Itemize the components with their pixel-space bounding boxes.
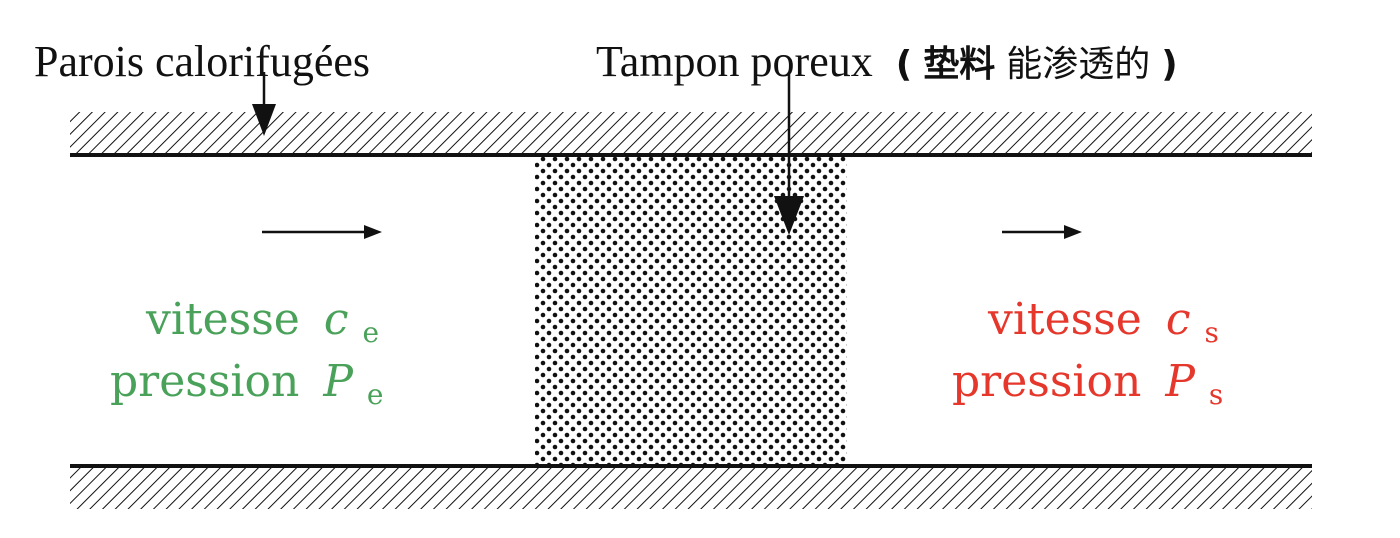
outlet-pressure-label: pression P s [952,356,1223,411]
outlet-speed-symbol: c [1166,294,1191,345]
inlet-speed-sub: e [363,316,380,349]
plug-note-close: ) [1161,44,1177,85]
outlet-pressure-sub: s [1209,378,1223,411]
plug-note-rest: 能渗透的 [1006,44,1150,85]
outlet-pressure-symbol: P [1164,356,1196,407]
outlet-speed-sub: s [1205,316,1219,349]
plug-note-open: ( [896,44,912,85]
outlet-speed-label: vitesse c s [987,294,1219,349]
walls-pointer-arrow [252,72,276,136]
outlet-pressure-word: pression [952,356,1141,407]
walls-label: Parois calorifugées [34,37,370,86]
outlet-flow-arrow [1002,225,1082,239]
inlet-speed-label: vitesse c e [145,294,379,349]
plug-note-bold: 垫料 [923,44,995,85]
inlet-pressure-label: pression P e [110,356,384,411]
bottom-wall-hatching [70,467,1312,509]
plug-label: Tampon poreux ( 垫料 能渗透的 ) [596,37,1178,86]
inlet-pressure-sub: e [367,378,384,411]
plug-label-main: Tampon poreux [596,37,873,86]
inlet-pressure-symbol: P [322,356,354,407]
inlet-pressure-word: pression [110,356,299,407]
outlet-speed-word: vitesse [987,294,1142,345]
top-wall-hatching [70,112,1312,154]
inlet-speed-word: vitesse [145,294,300,345]
plug-pointer-arrow [774,72,804,235]
outlet-state: vitesse c s pression P s [952,294,1223,411]
inlet-flow-arrow [262,225,382,239]
inlet-state: vitesse c e pression P e [110,294,384,411]
inlet-speed-symbol: c [324,294,349,345]
